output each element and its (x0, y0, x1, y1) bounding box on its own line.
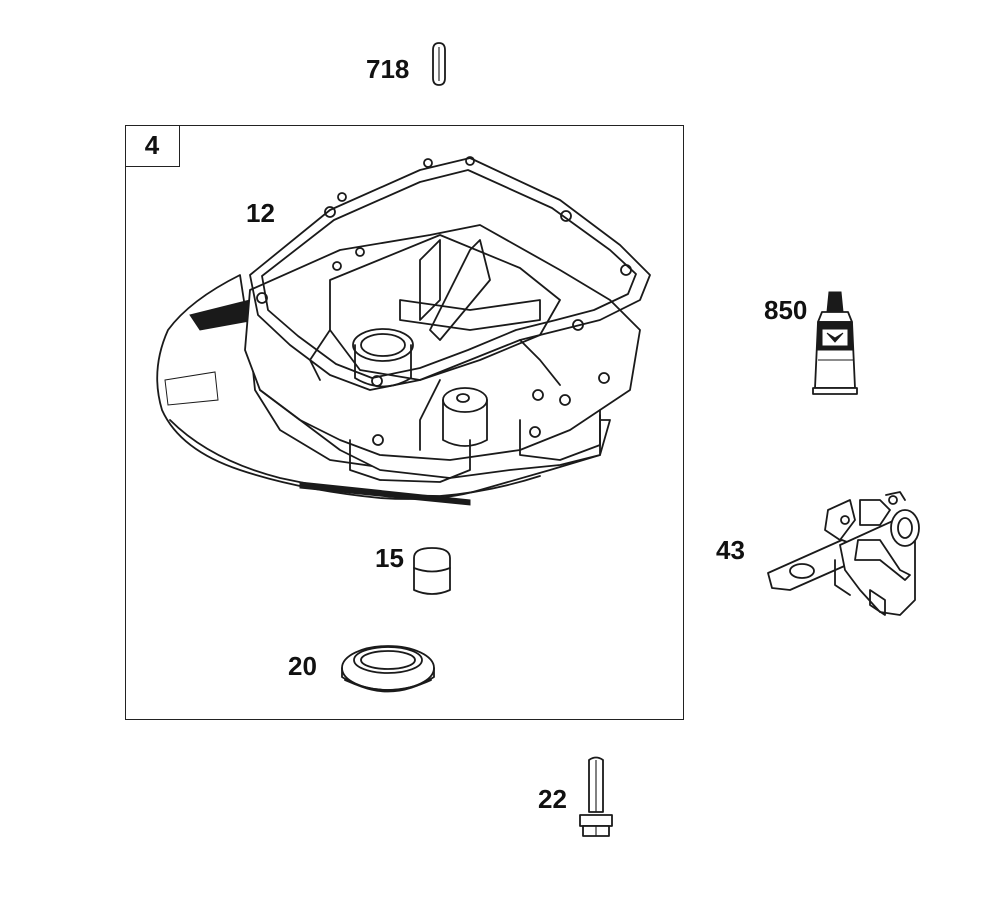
pin-part (432, 42, 446, 86)
callout-12: 12 (246, 198, 275, 228)
callout-718: 718 (366, 54, 410, 84)
inset-frame (125, 125, 684, 720)
inset-label: 4 (125, 125, 180, 167)
bolt-part (579, 756, 613, 837)
callout-850: 850 (764, 295, 808, 325)
oil-seal-part (341, 645, 435, 693)
callout-43: 43 (716, 535, 745, 565)
sealant-tube-part (812, 291, 858, 395)
callout-22: 22 (538, 784, 567, 814)
callout-15: 15 (375, 543, 404, 573)
governor-bracket-part (767, 491, 920, 616)
cap-part (413, 547, 451, 595)
sump-part (156, 156, 651, 506)
callout-20: 20 (288, 651, 317, 681)
